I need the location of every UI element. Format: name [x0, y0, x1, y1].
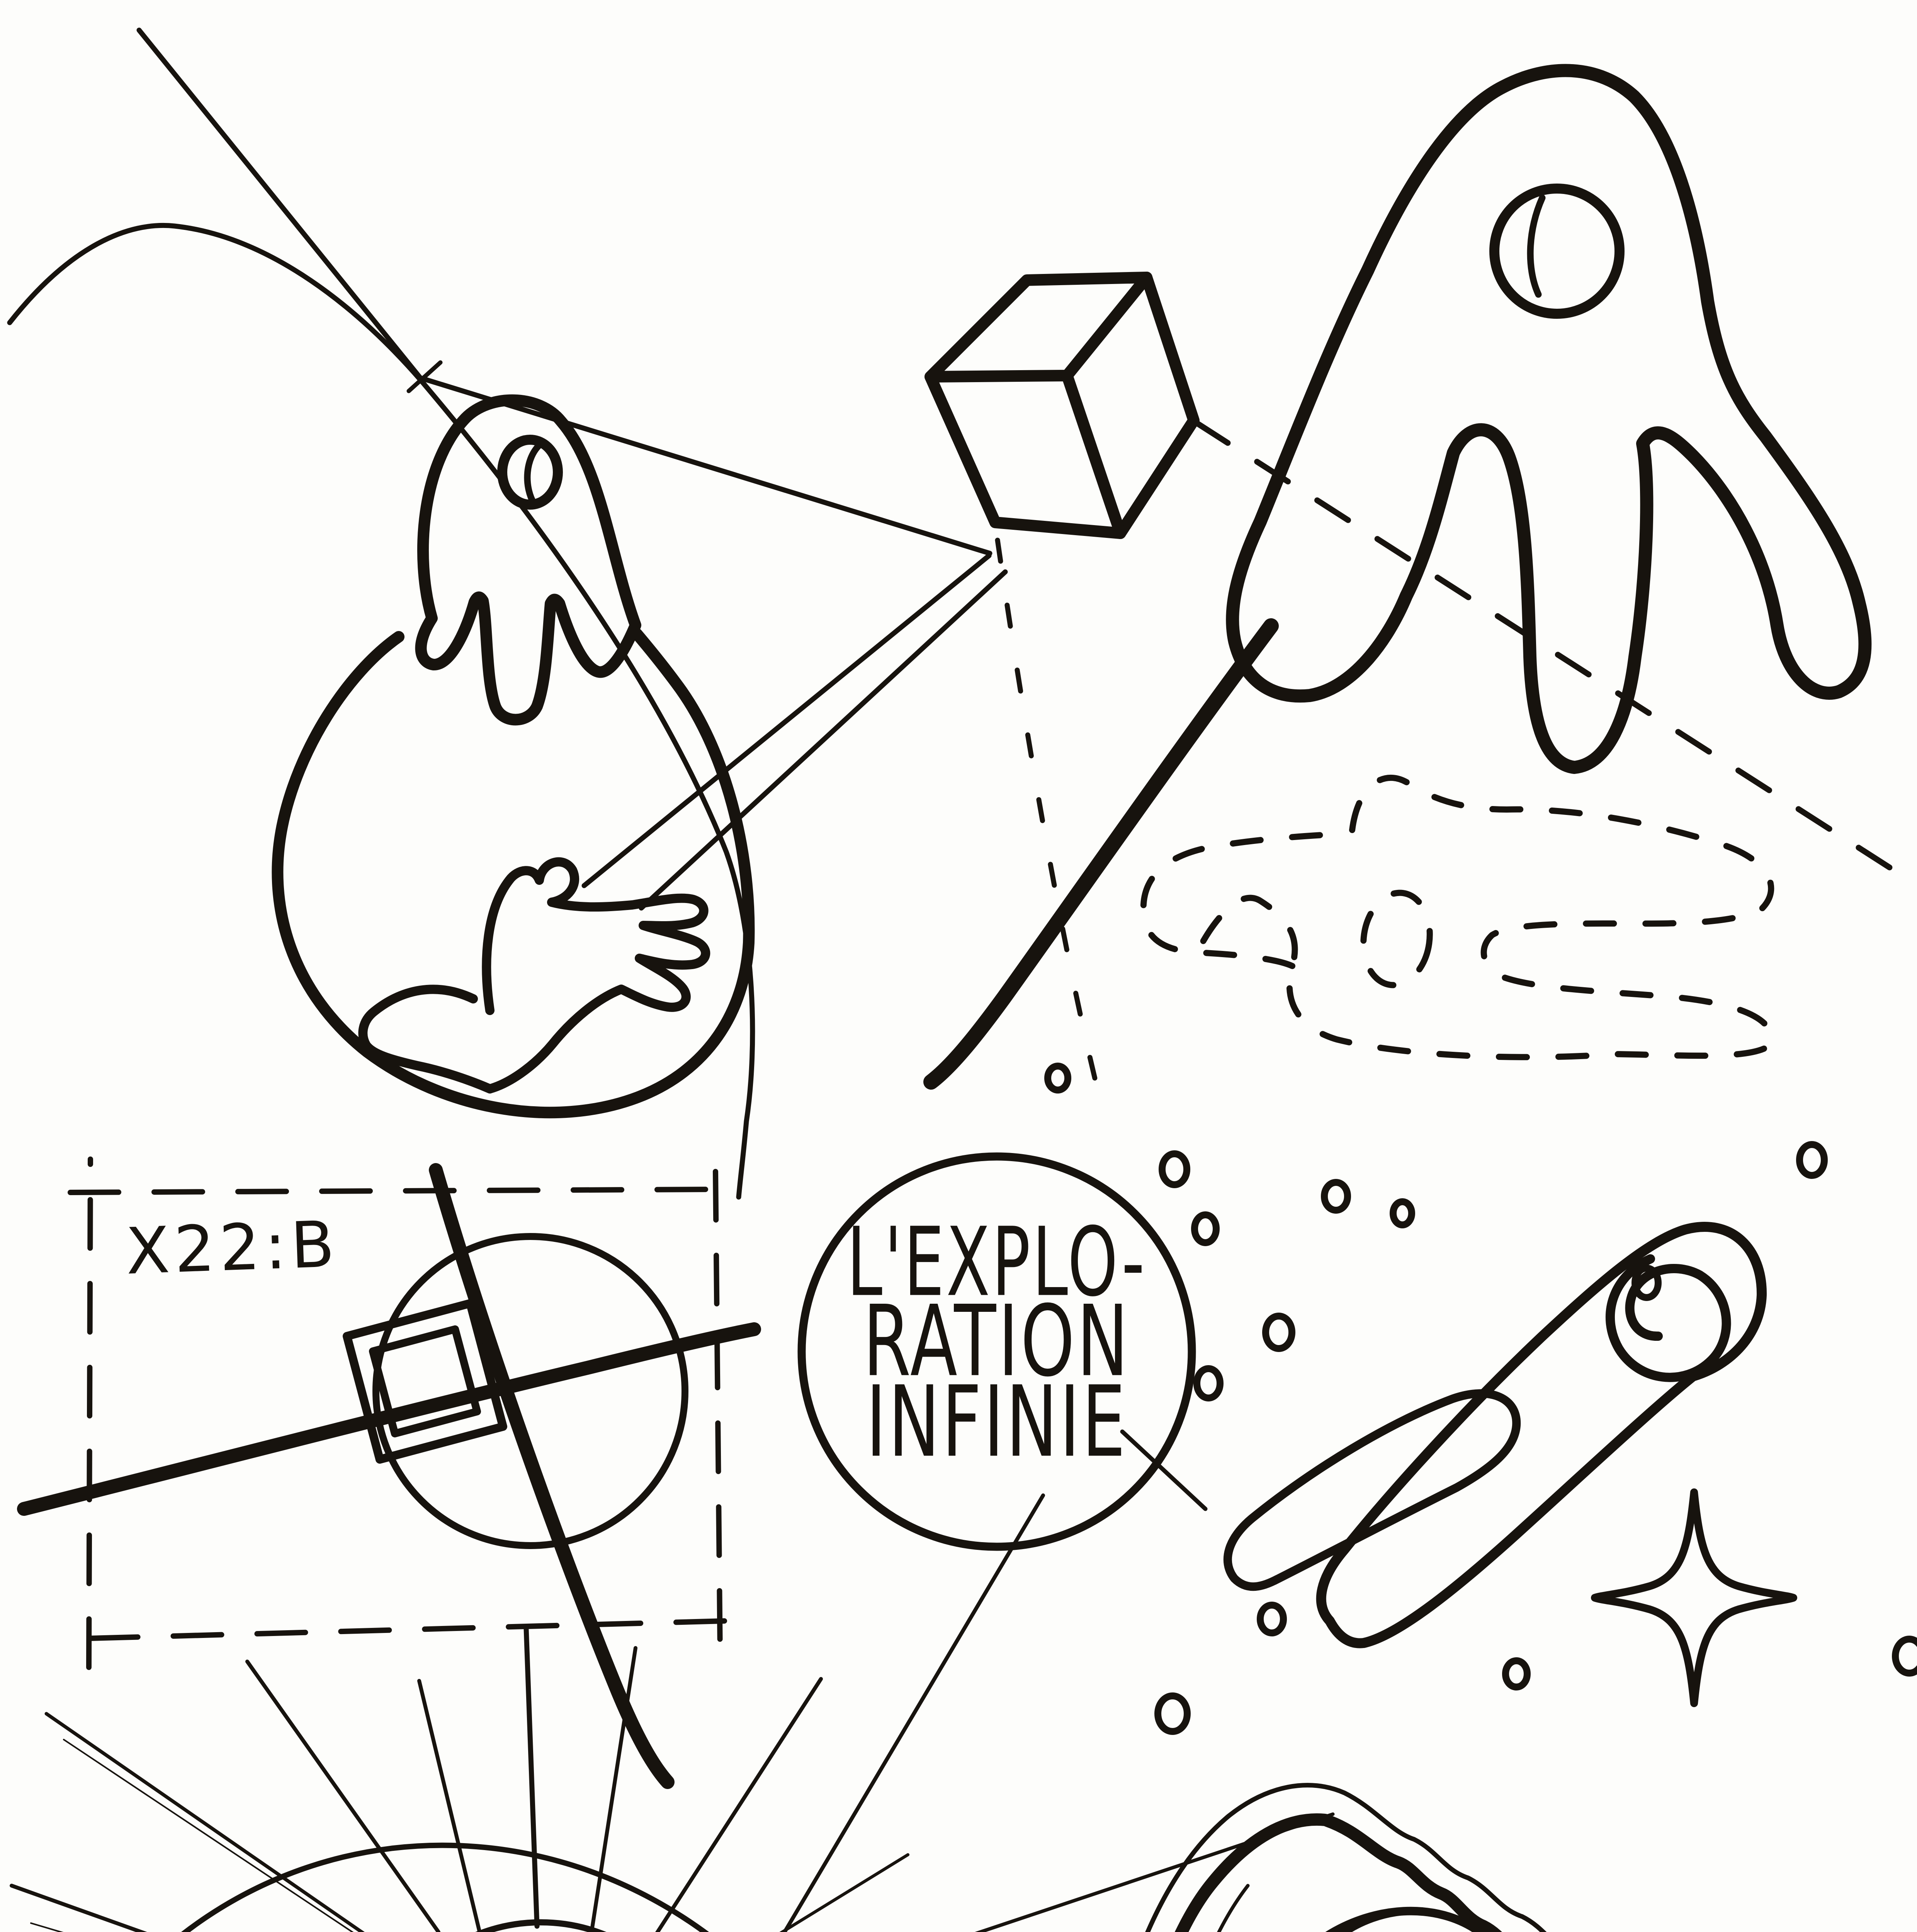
crop-frame: X22:B — [17, 1156, 761, 1789]
comet-tail-segment — [1223, 1389, 1521, 1591]
starburst — [7, 1429, 1335, 1932]
creature-left-arm — [358, 985, 495, 1094]
crop-frame-dashed-border — [68, 1156, 727, 1670]
wavy-blob — [1145, 1783, 1547, 1932]
blob-creature-left — [272, 394, 755, 1119]
wavy-blob-main-outline — [1174, 1813, 1502, 1932]
straight-pointer-line — [136, 27, 992, 556]
badge-text-line3: INFINIE — [866, 1365, 1127, 1479]
dashed-meander-outline — [1140, 774, 1775, 1060]
wireframe-cube — [925, 272, 1200, 539]
creature-left-eye — [497, 435, 563, 510]
crossing-tick — [406, 360, 443, 393]
reticle-circle — [372, 1233, 688, 1549]
badge: L'EXPLO- RATION INFINIE — [797, 1152, 1196, 1551]
wavy-blob-spiral-eye — [1325, 1906, 1487, 1932]
badge-text-line1: L'EXPLO- — [847, 1208, 1147, 1318]
creature-left-body — [272, 628, 755, 1119]
blob-creature-right — [923, 64, 1872, 1090]
starburst-rays — [10, 1429, 1335, 1932]
creature-right-eye-curl — [1527, 194, 1546, 298]
crop-frame-label: X22:B — [125, 1207, 340, 1289]
orbit-lines — [7, 27, 992, 1200]
comet — [1223, 1222, 1767, 1648]
comet-spiral — [1606, 1254, 1731, 1382]
pointer-lines — [581, 553, 1008, 911]
creature-right-eye — [1489, 184, 1625, 319]
badge-text-line2: RATION — [863, 1284, 1130, 1398]
creature-left-eye-curl — [524, 441, 544, 507]
orbit-arc — [7, 223, 755, 1200]
sparkle-star — [1591, 1488, 1797, 1707]
creature-left-hand — [482, 857, 710, 1094]
starburst-inner-circle — [475, 1919, 607, 1932]
creature-right-tail-stroke — [923, 618, 1279, 1090]
cube-drop-dashed-line — [995, 537, 1098, 1083]
creature-right-outline — [1226, 64, 1872, 774]
wavy-blob-echo-outer — [1145, 1783, 1547, 1932]
cube-dash-dot-line — [1194, 420, 1917, 887]
badge-circle — [797, 1152, 1196, 1551]
scattered-dots — [1044, 1063, 1917, 1735]
reticle-thick-line-shallow — [17, 1322, 761, 1516]
creature-left-head — [415, 394, 641, 726]
reticle-thick-line-steep — [429, 1163, 675, 1789]
comet-body — [1316, 1222, 1767, 1648]
reticle-square-inner — [369, 1325, 481, 1437]
starburst-outer-ellipse — [7, 1842, 905, 1932]
